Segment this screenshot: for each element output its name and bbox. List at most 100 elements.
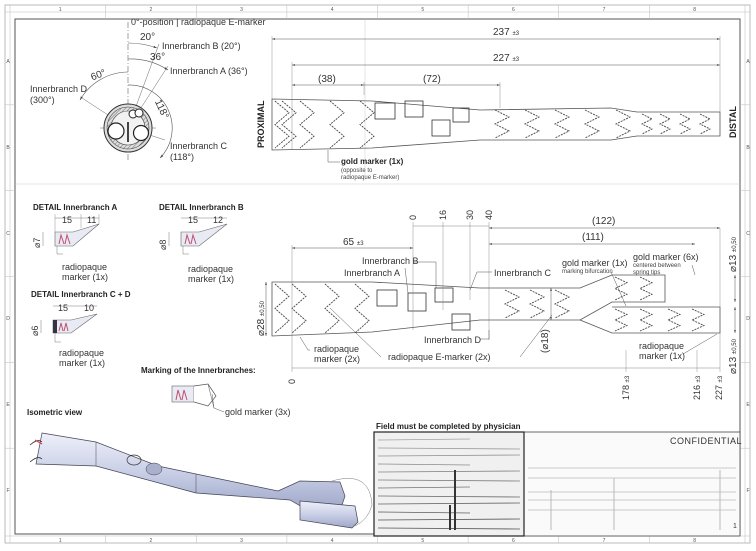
gold-marker-bifurcation-note: marking bifurcation [562, 269, 613, 275]
detail-cd-note-1: radiopaque [59, 348, 105, 358]
len-227: 227 ±3 [714, 375, 724, 400]
gold-marker-6x-note-2: spring tips [633, 270, 661, 276]
grid-row-label: A [6, 58, 10, 65]
grid-column-label: 5 [421, 7, 425, 13]
pos-0: 0 [408, 214, 418, 220]
innerbranch-d-angle-label: Innerbranch D [30, 84, 88, 94]
grid-column-label: 7 [602, 7, 606, 13]
pos-40: 40 [484, 209, 494, 220]
innerbranch-b-angle-label: Innerbranch B (20°) [162, 41, 241, 51]
gold-marker-note-1: (opposite to [341, 168, 373, 174]
innerbranch-b-label: Innerbranch B [362, 256, 419, 266]
physician-field-title: Field must be completed by physician [376, 422, 521, 431]
grid-column-label: 2 [149, 538, 153, 544]
angle-36-label: 36° [150, 52, 166, 63]
side-view-stent [265, 222, 736, 372]
grid-row-label: D [746, 316, 750, 323]
gold-marker-6x: gold marker (6x) [633, 252, 699, 262]
innerbranch-a-angle-label: Innerbranch A (36°) [170, 66, 248, 76]
proximal-label: PROXIMAL [256, 100, 266, 148]
detail-cd-diameter: ⌀6 [30, 325, 40, 336]
detail-b-note-2: marker (1x) [188, 274, 235, 284]
gold-marker-label: gold marker (1x) [341, 157, 404, 166]
dia-18: (⌀18) [540, 329, 551, 353]
origin-zero: 0 [287, 378, 297, 384]
detail-b-note-1: radiopaque [188, 264, 234, 274]
innerbranch-d-label: Innerbranch D [424, 335, 482, 345]
grid-row-label: E [6, 402, 10, 409]
grid-column-label: 8 [693, 7, 697, 13]
detail-cd-dim-1: 15 [58, 303, 69, 313]
innerbranch-c-angle-value: (118°) [170, 152, 194, 162]
radiopaque-marker-2x-2: marker (2x) [314, 354, 361, 364]
radiopaque-marker-1x-1: radiopaque [639, 341, 685, 351]
grid-row-label: C [746, 230, 750, 237]
detail-b-dim-2: 12 [213, 215, 224, 225]
grid-row-label: F [746, 488, 750, 495]
radiopaque-marker-2x-1: radiopaque [314, 344, 360, 354]
detail-b-dim-1: 15 [188, 215, 199, 225]
grid-column-label: 3 [240, 7, 243, 13]
dim-body-length: 227 ±3 [493, 53, 520, 64]
grid-column-label: 5 [421, 538, 425, 544]
page-number: 1 [733, 523, 737, 530]
grid-row-label: B [6, 144, 10, 151]
detail-a-title: DETAIL Innerbranch A [33, 203, 118, 212]
grid-column-label: 2 [149, 7, 153, 13]
cross-section-view [79, 22, 173, 160]
grid-column-label: 7 [602, 538, 606, 544]
innerbranch-c-angle-label: Innerbranch C [170, 141, 228, 151]
detail-a-note-1: radiopaque [62, 262, 108, 272]
detail-cd-note-2: marker (1x) [59, 358, 106, 368]
detail-a-note-2: marker (1x) [62, 272, 109, 282]
innerbranch-a-label: Innerbranch A [344, 268, 401, 278]
gold-marker-note-2: radiopaque E-marker) [341, 175, 400, 181]
e-marker-label: radiopaque E-marker (2x) [388, 352, 491, 362]
innerbranch-c-label: Innerbranch C [494, 268, 552, 278]
dim-111: (111) [582, 232, 604, 243]
grid-column-label: 4 [330, 7, 334, 13]
grid-row-label: B [746, 144, 750, 151]
detail-cd-dim-2: 10 [84, 303, 95, 313]
isometric-view [29, 432, 373, 529]
detail-sketches [40, 214, 228, 413]
pos-16: 16 [438, 209, 448, 220]
grid-row-label: C [6, 230, 10, 237]
detail-a-diameter: ⌀7 [32, 237, 42, 248]
isometric-view-title: Isometric view [27, 408, 83, 417]
marking-gold-marker-label: gold marker (3x) [225, 407, 291, 417]
physician-field [373, 431, 741, 537]
dim-65: 65 ±3 [343, 237, 364, 248]
dim-72: (72) [423, 74, 441, 85]
detail-cd-title: DETAIL Innerbranch C + D [31, 290, 131, 299]
distal-label: DISTAL [728, 106, 738, 138]
gold-marker-6x-note-1: centered between [633, 263, 681, 269]
grid-row-label: D [6, 316, 10, 323]
grid-column-label: 6 [512, 7, 515, 13]
dia-28: ⌀28 ±0,50 [256, 301, 267, 336]
top-view-stent [271, 36, 721, 163]
grid-column-label: 1 [58, 538, 62, 544]
marking-title: Marking of the Innerbranches: [141, 366, 256, 375]
detail-a-dim-2: 11 [87, 215, 97, 225]
grid-column-label: 8 [693, 538, 697, 544]
gold-marker-bifurcation: gold marker (1x) [562, 258, 628, 268]
grid-row-label: E [746, 402, 750, 409]
len-216: 216 ±3 [692, 375, 702, 400]
angle-20-label: 20° [140, 32, 156, 43]
dia-13-upper: ⌀13 ±0,50 [728, 237, 739, 272]
grid-row-label: A [746, 58, 750, 65]
confidential-stamp: CONFIDENTIAL [670, 436, 743, 446]
dim-total-length: 237 ±3 [493, 27, 520, 38]
dim-122: (122) [592, 216, 616, 227]
innerbranch-d-angle-value: (300°) [30, 95, 55, 105]
grid-column-label: 6 [512, 538, 515, 544]
zero-position-label: 0°-position | radiopaque E-marker [131, 17, 266, 27]
radiopaque-marker-1x-2: marker (1x) [639, 351, 686, 361]
detail-a-dim-1: 15 [62, 215, 73, 225]
grid-column-label: 1 [58, 7, 62, 13]
detail-b-diameter: ⌀8 [158, 239, 168, 250]
dim-38: (38) [318, 74, 336, 85]
pos-30: 30 [465, 209, 475, 220]
